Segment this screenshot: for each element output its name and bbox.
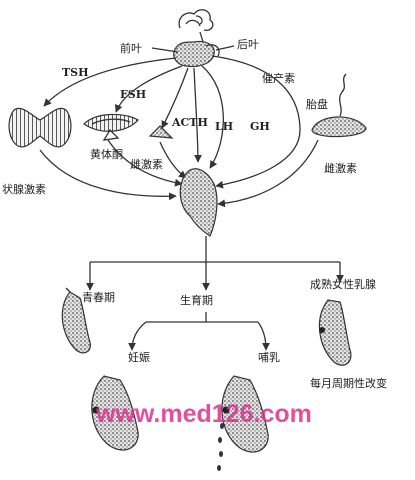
reproductive-label: 生育期 <box>180 293 213 307</box>
puberty-label: 青春期 <box>82 291 115 304</box>
posterior-lobe-label: 后叶 <box>237 38 259 51</box>
central-breast-tissue <box>179 168 218 248</box>
puberty-breast <box>61 287 91 354</box>
tsh-label: TSH <box>62 66 89 79</box>
hypothalamus-illustration <box>178 9 214 43</box>
adrenal-gland <box>148 125 174 139</box>
ovary-to-breast-arrow <box>107 139 183 187</box>
watermark-text: www.med126.com <box>95 400 312 428</box>
lactation-breast <box>221 375 269 453</box>
lactation-arrow <box>257 321 270 351</box>
mature-breast-label: 成熟女性乳腺 <box>310 277 376 291</box>
ovary-illustration <box>83 113 139 141</box>
acth-arrow <box>161 67 189 129</box>
anterior-lobe-label: 前叶 <box>120 41 142 55</box>
oxytocin-arrow <box>211 55 301 189</box>
placenta-to-breast-arrow <box>217 139 319 208</box>
pregnancy-label: 妊娠 <box>128 350 150 364</box>
thyroid-to-breast-arrow <box>39 149 177 201</box>
fsh-arrow <box>114 65 183 113</box>
corpus-luteum-label: 黄体酮 <box>90 147 123 161</box>
acth-label: ACTH <box>171 116 208 129</box>
placenta-illustration <box>311 73 367 138</box>
oxytocin-label: 催产素 <box>262 71 295 85</box>
mature-breast <box>318 299 352 366</box>
thyroid-gland <box>8 107 72 148</box>
estrogen-ovary-label: 雌激素 <box>130 157 163 171</box>
tsh-arrow <box>43 57 177 107</box>
posterior-lobe-pointer <box>215 45 235 51</box>
adrenal-to-breast-arrow <box>159 141 187 179</box>
thyroid-hormone-label: 状腺激素 <box>2 182 46 196</box>
milk-drops <box>217 423 224 471</box>
placenta-label: 胎盘 <box>306 97 328 111</box>
lh-arrow <box>193 67 202 163</box>
anterior-lobe-pointer <box>151 47 179 53</box>
lactation-label: 哺乳 <box>258 351 280 364</box>
gh-label: GH <box>250 120 270 133</box>
gh-arrow <box>201 65 224 169</box>
fsh-label: FSH <box>120 88 146 101</box>
lh-label: LH <box>215 120 233 133</box>
pituitary-gland <box>173 40 220 68</box>
estrogen-placenta-label: 雌激素 <box>324 161 357 175</box>
pregnancy-breast <box>91 375 139 451</box>
pregnancy-arrow <box>128 321 147 351</box>
monthly-change-label: 每月周期性改变 <box>310 376 387 390</box>
